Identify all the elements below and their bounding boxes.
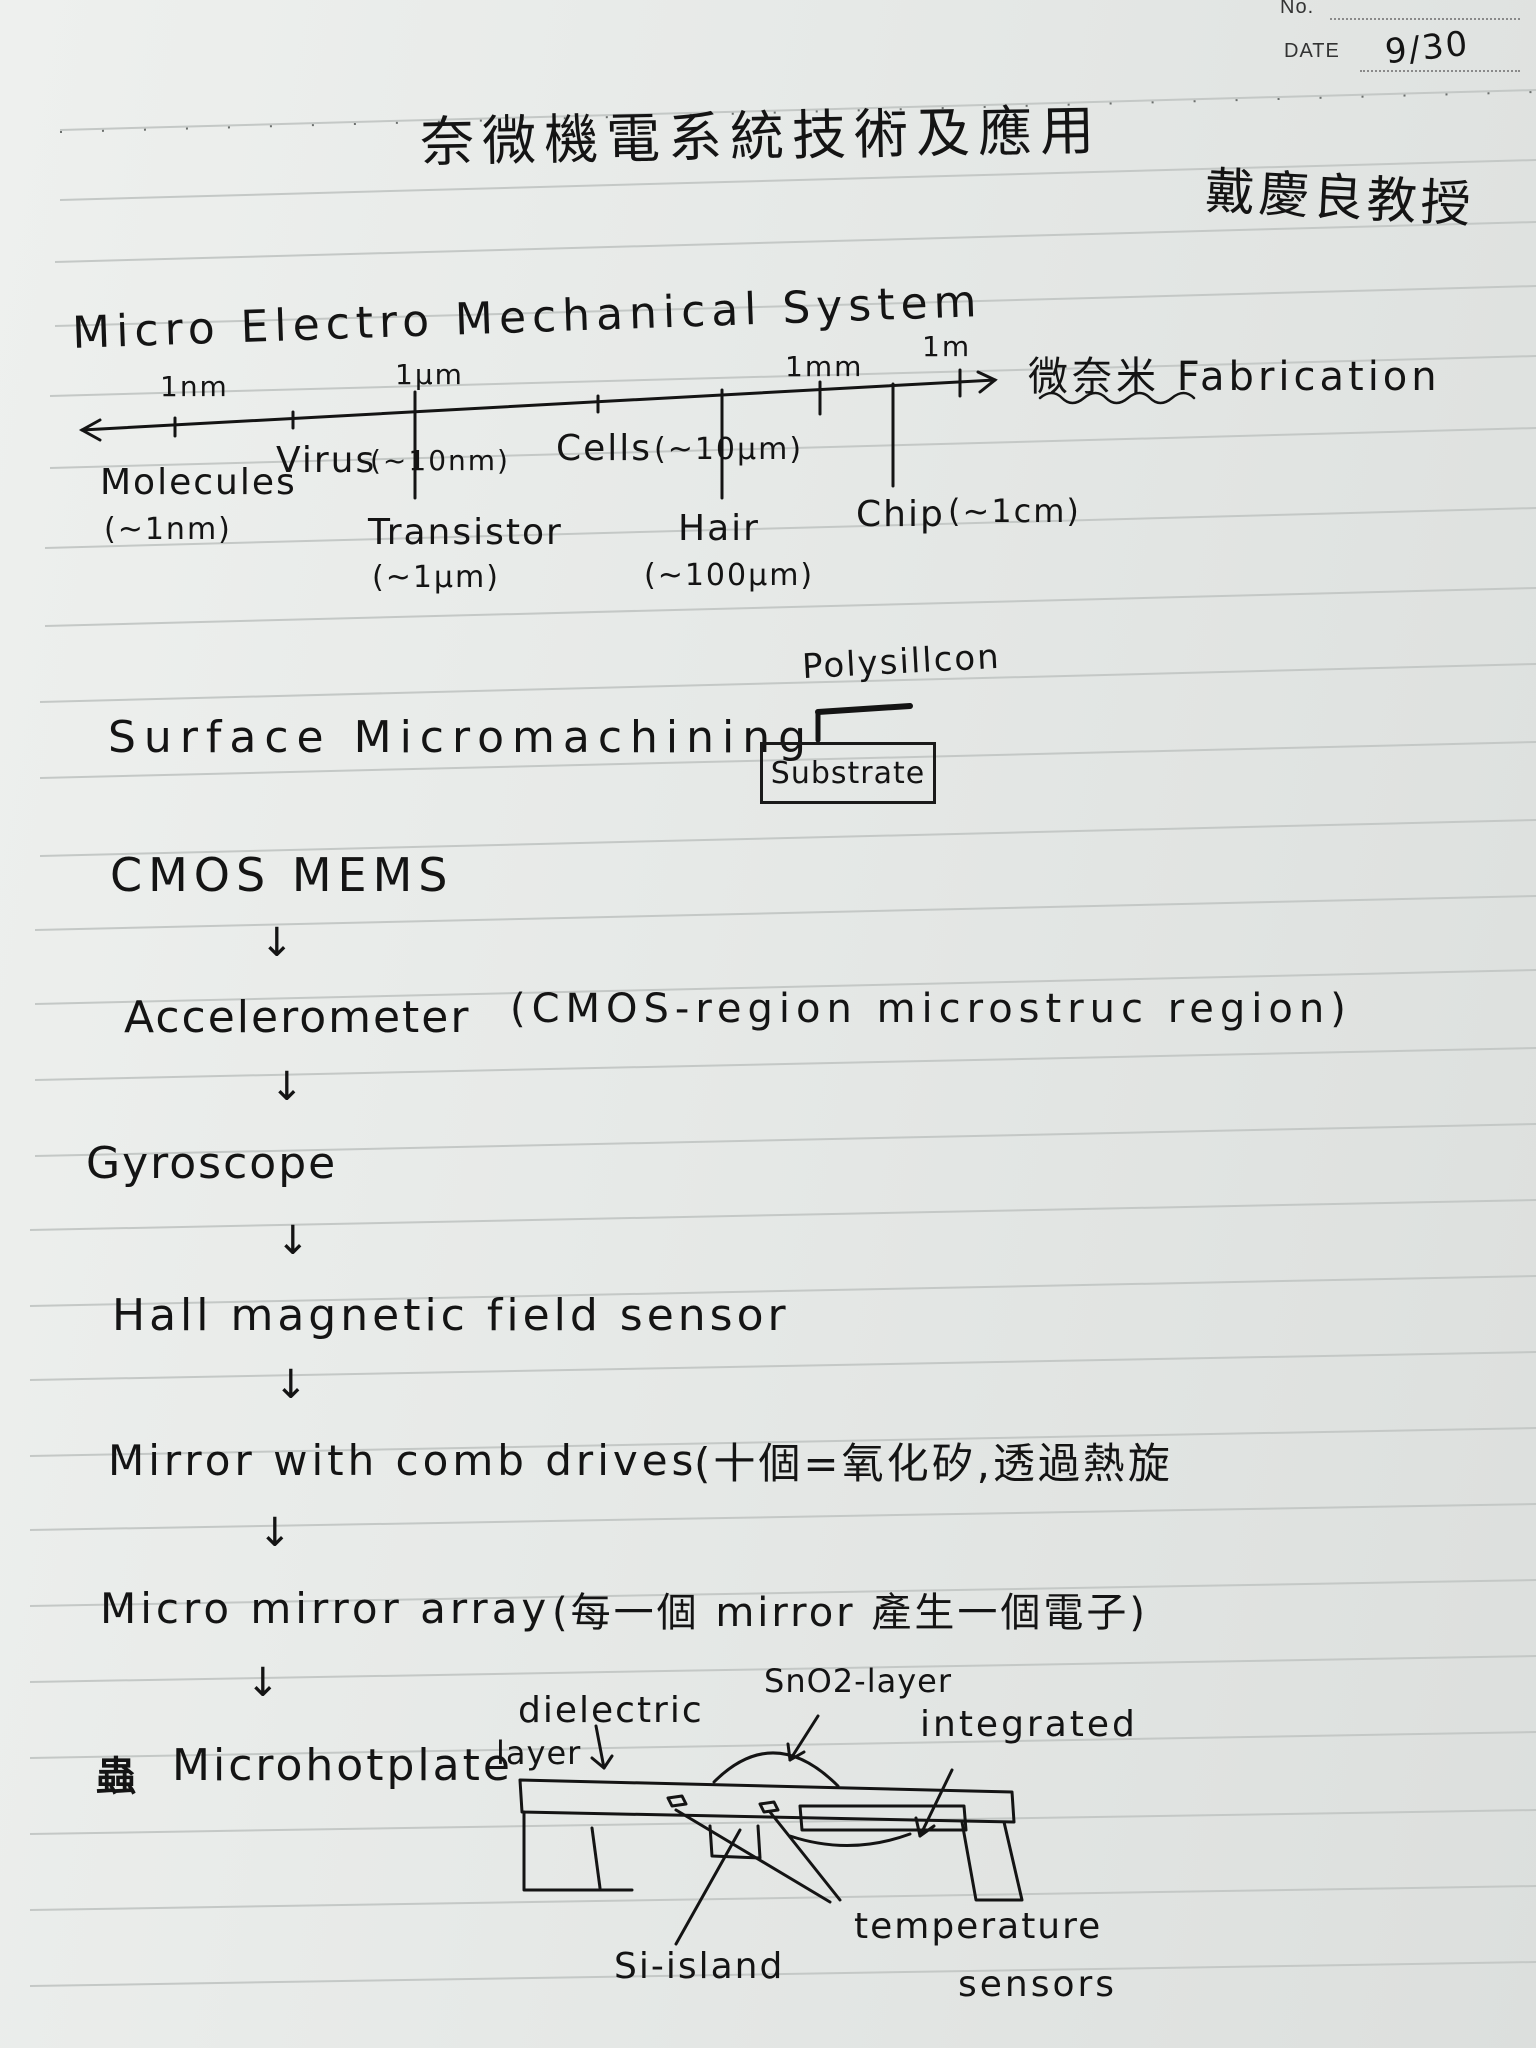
scale-item-chip-size: (~1cm) xyxy=(948,492,1081,530)
flow-arrow-1: ↓ xyxy=(260,920,296,966)
fabrication-label: 微奈米 Fabrication xyxy=(1028,354,1441,400)
tick-label-1mm: 1mm xyxy=(785,350,864,383)
dielectric-layer-shape xyxy=(518,1778,1016,1824)
label-layer: layer xyxy=(496,1734,582,1772)
mirror-note: (十個=氧化矽,透過熱旋 xyxy=(694,1439,1173,1488)
flow-arrow-6: ↓ xyxy=(246,1660,282,1706)
flow-step-mirror-comb: Mirror with comb drives xyxy=(108,1436,698,1485)
flow-step-micro-mirror-array: Micro mirror array xyxy=(100,1584,551,1633)
surface-micromachining-heading: Surface Micromachining xyxy=(108,712,815,763)
scale-item-molecules: Molecules xyxy=(100,462,297,503)
accelerometer-note: (CMOS-region microstruc region) xyxy=(510,986,1352,1032)
substrate-box: Substrate xyxy=(760,742,936,804)
flow-step-microhotplate: Microhotplate xyxy=(172,1740,513,1791)
scale-item-transistor: Transistor xyxy=(368,512,563,553)
date-label: DATE xyxy=(1284,40,1340,62)
scale-item-transistor-size: (~1μm) xyxy=(372,560,500,595)
tick-label-1m: 1m xyxy=(922,330,972,363)
scale-item-chip: Chip xyxy=(856,494,945,535)
array-note: (每一個 mirror 產生一個電子) xyxy=(552,1590,1148,1636)
scale-item-hair: Hair xyxy=(678,508,760,549)
label-dielectric: dielectric xyxy=(518,1690,704,1731)
label-integrated: integrated xyxy=(920,1704,1138,1745)
scale-item-molecules-size: (~1nm) xyxy=(104,512,232,547)
left-support xyxy=(522,1810,634,1892)
label-sensors: sensors xyxy=(958,1964,1118,2005)
flow-arrow-2: ↓ xyxy=(270,1064,306,1110)
scale-item-virus-size: (~10nm) xyxy=(370,444,510,477)
flow-step-accelerometer: Accelerometer xyxy=(124,992,471,1043)
flow-arrow-3: ↓ xyxy=(276,1218,312,1264)
flow-step-gyroscope: Gyroscope xyxy=(86,1138,338,1189)
scale-item-cells: Cells xyxy=(556,428,653,469)
substrate-label: Substrate xyxy=(770,755,926,791)
label-sno2-layer: SnO2-layer xyxy=(764,1662,952,1700)
right-support xyxy=(960,1820,1024,1902)
hotplate-mark: 蟲 xyxy=(96,1754,138,1800)
no-line xyxy=(1330,18,1520,20)
scale-item-virus: Virus xyxy=(276,440,377,481)
scale-item-hair-size: (~100μm) xyxy=(644,558,815,593)
scale-item-cells-size: (~10μm) xyxy=(654,432,804,467)
flow-step-hall-sensor: Hall magnetic field sensor xyxy=(112,1290,790,1341)
flow-arrow-4: ↓ xyxy=(274,1362,310,1408)
label-si-island: Si-island xyxy=(614,1946,785,1987)
label-temperature: temperature xyxy=(854,1906,1103,1947)
tick-label-1um: 1μm xyxy=(395,358,464,391)
flow-arrow-5: ↓ xyxy=(258,1510,294,1556)
date-line xyxy=(1360,70,1520,72)
flow-step-cmos-mems: CMOS MEMS xyxy=(110,848,454,902)
no-label: No. xyxy=(1280,0,1315,18)
tick-label-1nm: 1nm xyxy=(160,370,229,403)
sno2-dome-shape xyxy=(712,1751,840,1788)
